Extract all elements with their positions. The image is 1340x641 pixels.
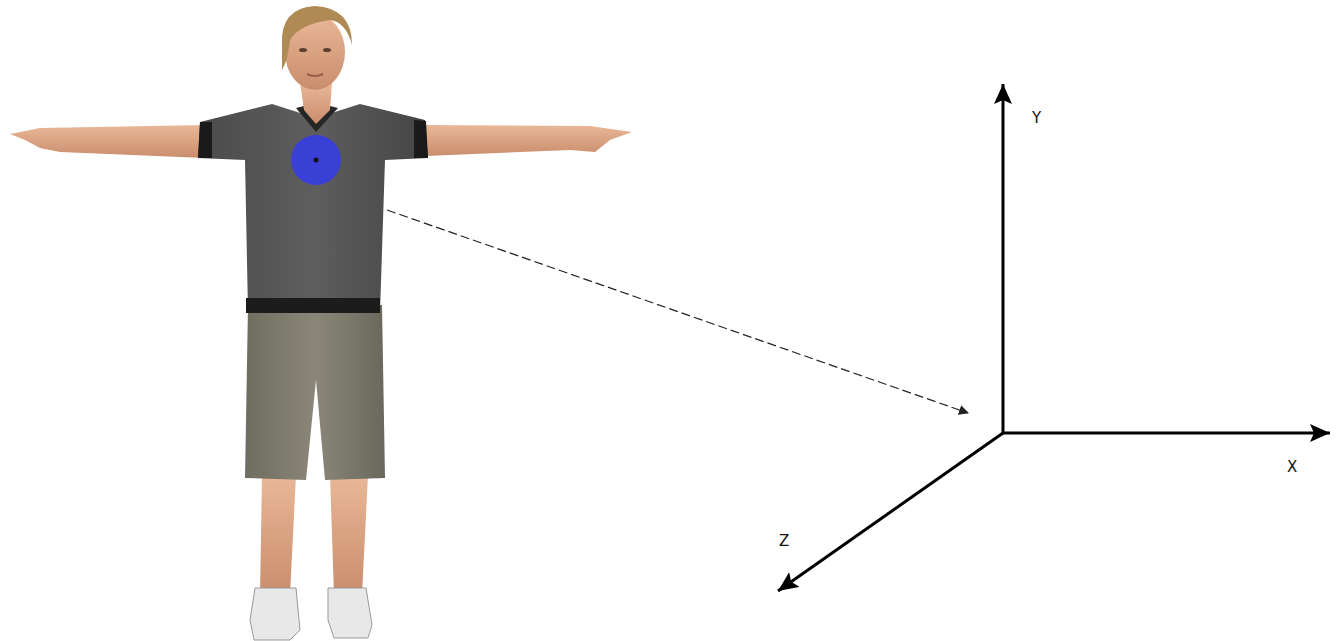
coordinate-axes [778, 84, 1330, 591]
dashed-pointer [387, 210, 968, 413]
axis-label: Y [1032, 111, 1041, 126]
axis-label: X [1287, 460, 1297, 475]
human-figure [10, 6, 632, 640]
axis-label: Z [779, 534, 789, 549]
